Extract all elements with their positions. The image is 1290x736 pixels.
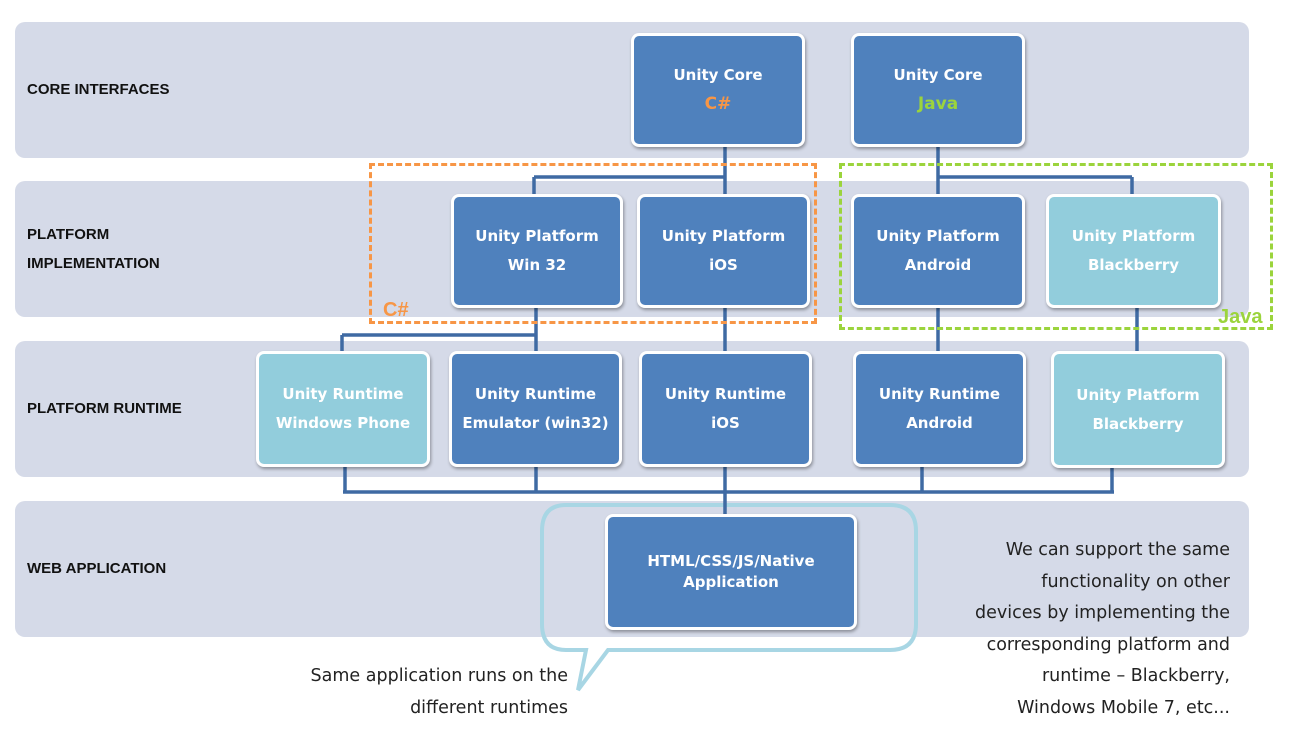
support-note-line-2: functionality on other — [1041, 571, 1230, 592]
support-note-line-3: devices by implementing the — [975, 603, 1230, 623]
java-group-label: Java — [1218, 306, 1263, 328]
unity-platform-win32-title: Unity Platform — [475, 227, 599, 245]
label-web-application: WEB APPLICATION — [27, 560, 167, 577]
unity-platform-blackberry-box: Unity Platform Blackberry — [1046, 194, 1221, 308]
java-group-outline — [839, 163, 1273, 330]
unity-runtime-android-sub: Android — [906, 414, 973, 432]
unity-runtime-windows-phone-box: Unity Runtime Windows Phone — [256, 351, 430, 467]
csharp-group-label: C# — [383, 299, 409, 321]
unity-runtime-emulator-sub: Emulator (win32) — [462, 414, 609, 432]
support-note-line-1: We can support the same — [1005, 540, 1230, 560]
unity-platform-android-title: Unity Platform — [876, 227, 1000, 245]
unity-core-csharp-box: Unity Core C# — [631, 33, 805, 147]
unity-platform-ios-title: Unity Platform — [661, 227, 786, 245]
unity-core-csharp-lang: C# — [704, 94, 732, 114]
unity-runtime-windows-phone-title: Unity Runtime — [282, 385, 404, 403]
unity-runtime-ios-title: Unity Runtime — [664, 385, 787, 403]
unity-core-csharp-title: Unity Core — [673, 66, 763, 84]
unity-platform-win32-box: Unity Platform Win 32 — [451, 194, 623, 308]
unity-core-java-box: Unity Core Java — [851, 33, 1025, 147]
unity-runtime-ios-box: Unity Runtime iOS — [639, 351, 812, 467]
unity-runtime-emulator-box: Unity Runtime Emulator (win32) — [449, 351, 622, 467]
unity-platform-blackberry-title: Unity Platform — [1071, 227, 1196, 245]
unity-platform-android-sub: Android — [904, 256, 972, 274]
unity-runtime-blackberry-box: Unity Platform Blackberry — [1051, 351, 1225, 468]
unity-runtime-windows-phone-sub: Windows Phone — [275, 414, 411, 432]
callout-line-2: different runtimes — [410, 697, 568, 718]
support-note-line-4: corresponding platform and — [986, 634, 1230, 655]
unity-runtime-ios-sub: iOS — [711, 414, 740, 432]
unity-runtime-android-title: Unity Runtime — [878, 385, 1001, 403]
unity-runtime-emulator-title: Unity Runtime — [474, 385, 597, 403]
web-application-sub: Application — [683, 573, 779, 591]
unity-core-java-lang: Java — [917, 94, 959, 114]
label-platform-runtime: PLATFORM RUNTIME — [27, 400, 182, 417]
unity-runtime-blackberry-sub: Blackberry — [1092, 414, 1184, 433]
support-note-line-5: runtime – Blackberry, — [1041, 666, 1230, 686]
unity-core-java-title: Unity Core — [893, 66, 983, 84]
web-application-title: HTML/CSS/JS/Native — [647, 552, 815, 570]
callout-bubble — [540, 503, 918, 692]
label-core-interfaces: CORE INTERFACES — [27, 81, 170, 98]
band-platform-implementation — [15, 181, 1249, 317]
support-note-line-6: Windows Mobile 7, etc... — [1017, 697, 1230, 718]
band-platform-runtime — [15, 341, 1249, 477]
support-note: We can support the same functionality on… — [975, 535, 1230, 724]
unity-platform-blackberry-sub: Blackberry — [1087, 256, 1180, 274]
unity-runtime-blackberry-title: Unity Platform — [1076, 385, 1200, 404]
unity-runtime-android-box: Unity Runtime Android — [853, 351, 1026, 467]
unity-platform-ios-box: Unity Platform iOS — [637, 194, 810, 308]
web-application-box: HTML/CSS/JS/Native Application — [605, 514, 857, 630]
unity-platform-android-box: Unity Platform Android — [851, 194, 1025, 308]
callout-text: Same application runs on the different r… — [311, 661, 568, 724]
unity-platform-ios-sub: iOS — [709, 256, 738, 274]
callout-line-1: Same application runs on the — [310, 666, 568, 686]
connector-lines — [340, 145, 1139, 517]
csharp-group-outline — [369, 163, 817, 324]
unity-platform-win32-sub: Win 32 — [507, 256, 567, 274]
label-platform-implementation: PLATFORM IMPLEMENTATION — [27, 226, 160, 272]
